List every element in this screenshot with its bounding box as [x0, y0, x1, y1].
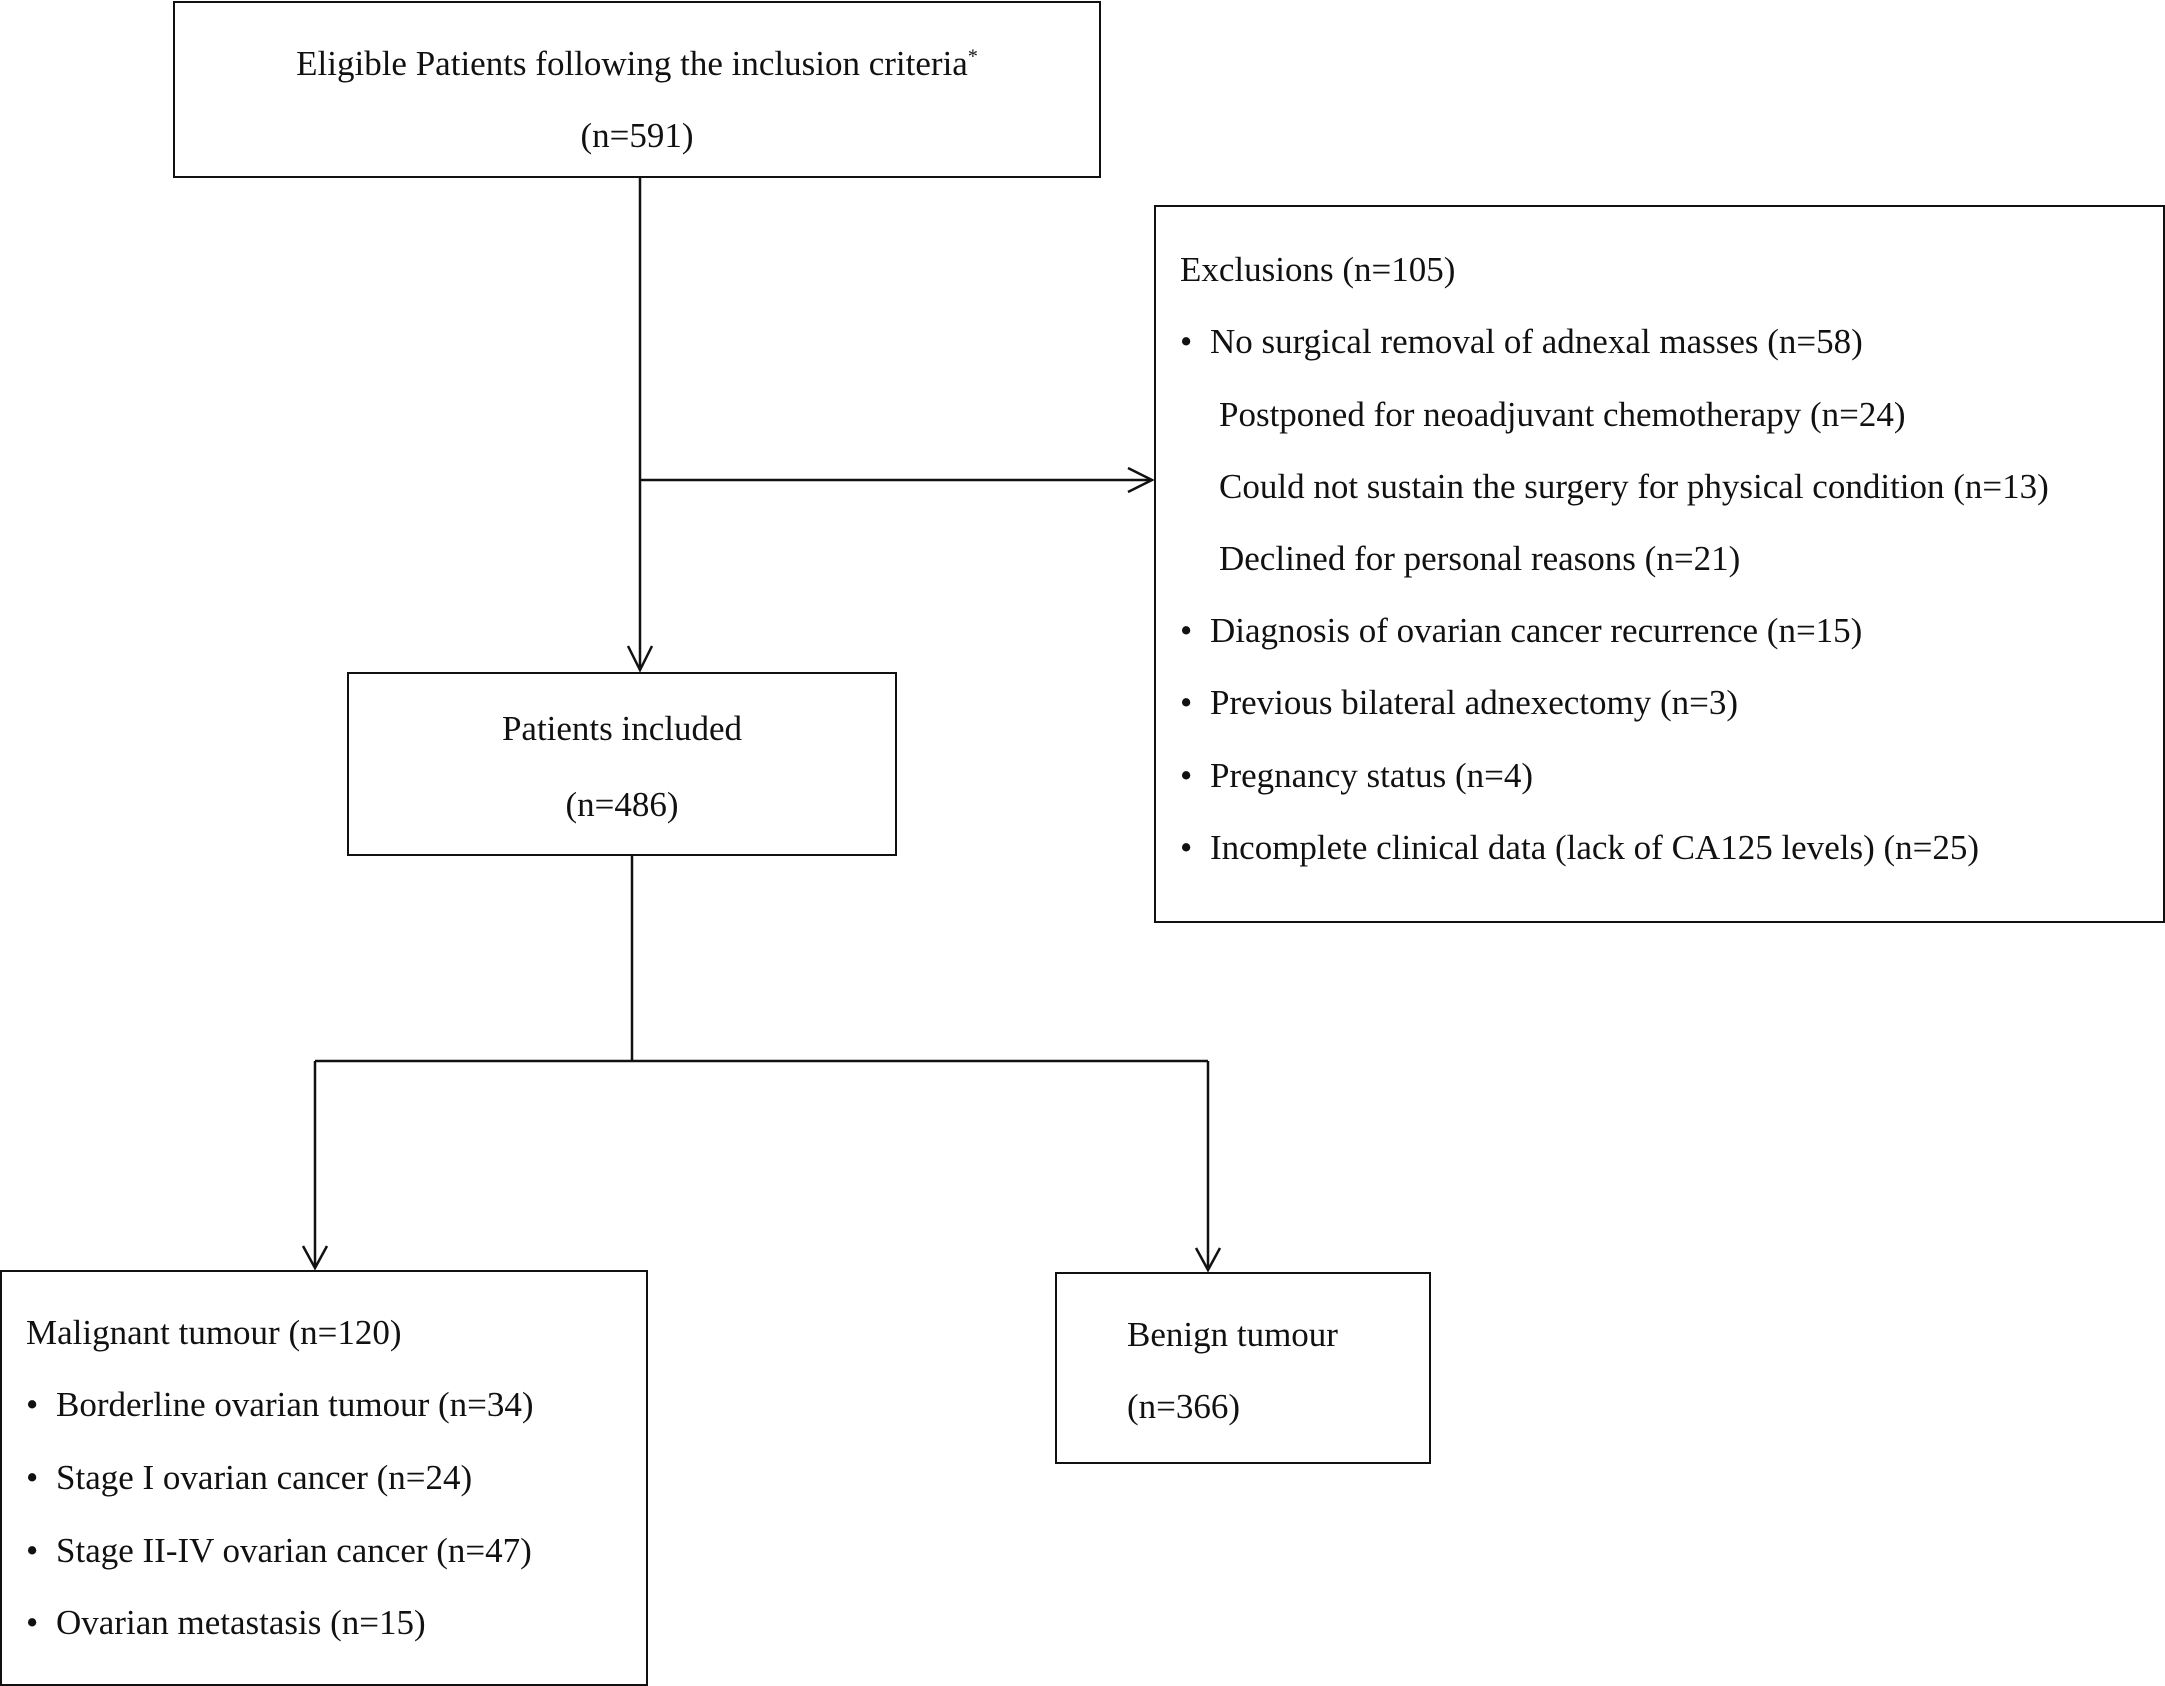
exclusion-subitem: Could not sustain the surgery for physic…: [1219, 467, 2049, 506]
bullet: •: [26, 1603, 39, 1642]
exclusion-item-label: Incomplete clinical data (lack of CA125 …: [1210, 828, 1980, 867]
eligible-title-mark: *: [967, 45, 978, 68]
bullet: •: [1180, 756, 1193, 795]
malignant-tumour-box: Malignant tumour (n=120) • Borderline ova…: [0, 1270, 648, 1686]
arrowhead-benign: [1194, 1247, 1222, 1273]
malignant-item: • Stage II-IV ovarian cancer (n=47): [26, 1531, 532, 1571]
malignant-item: • Borderline ovarian tumour (n=34): [26, 1385, 534, 1425]
bullet: •: [26, 1385, 39, 1424]
arrowhead-exclusions: [1127, 466, 1155, 494]
benign-title: Benign tumour: [1127, 1315, 1338, 1354]
exclusion-subitem: Postponed for neoadjuvant chemotherapy (…: [1219, 395, 1906, 434]
exclusion-item-label: Previous bilateral adnexectomy (n=3): [1210, 683, 1739, 722]
exclusion-item-label: No surgical removal of adnexal masses (n…: [1210, 322, 1863, 361]
bullet: •: [1180, 828, 1193, 867]
benign-tumour-box: Benign tumour (n=366): [1055, 1272, 1431, 1464]
exclusion-item-label: Pregnancy status (n=4): [1210, 756, 1533, 795]
exclusion-item: • Pregnancy status (n=4): [1180, 756, 1533, 796]
exclusion-item: • Diagnosis of ovarian cancer recurrence …: [1180, 611, 1862, 651]
exclusion-item: • Incomplete clinical data (lack of CA125…: [1180, 828, 1979, 868]
bullet: •: [1180, 611, 1193, 650]
arrowhead-malignant: [301, 1245, 329, 1271]
arrowhead-included: [626, 645, 654, 673]
exclusion-item: • No surgical removal of adnexal masses (…: [1180, 322, 1863, 362]
included-title: Patients included: [501, 709, 743, 748]
exclusions-box: Exclusions (n=105) • No surgical removal …: [1154, 205, 2165, 923]
malignant-item-label: Stage I ovarian cancer (n=24): [56, 1458, 473, 1497]
malignant-item-label: Ovarian metastasis (n=15): [56, 1603, 426, 1642]
eligible-title-text: Eligible Patients following the inclusio…: [296, 44, 968, 83]
bullet: •: [1180, 683, 1193, 722]
bullet: •: [26, 1458, 39, 1497]
exclusions-title: Exclusions (n=105): [1180, 250, 1456, 289]
exclusion-subitem: Declined for personal reasons (n=21): [1219, 539, 1741, 578]
benign-count: (n=366): [1127, 1387, 1241, 1426]
malignant-item-label: Borderline ovarian tumour (n=34): [56, 1385, 534, 1424]
malignant-item: • Stage I ovarian cancer (n=24): [26, 1458, 472, 1498]
included-count: (n=486): [565, 785, 679, 824]
patients-included-box: Patients included (n=486): [347, 672, 897, 856]
eligible-count: (n=591): [580, 116, 694, 155]
malignant-item-label: Stage II-IV ovarian cancer (n=47): [56, 1531, 532, 1570]
bullet: •: [1180, 322, 1193, 361]
exclusion-item: • Previous bilateral adnexectomy (n=3): [1180, 683, 1738, 723]
malignant-title: Malignant tumour (n=120): [26, 1313, 402, 1352]
exclusion-item-label: Diagnosis of ovarian cancer recurrence (…: [1210, 611, 1863, 650]
eligible-patients-box: Eligible Patients following the inclusio…: [173, 1, 1101, 178]
eligible-title: Eligible Patients following the inclusio…: [175, 44, 1099, 84]
bullet: •: [26, 1531, 39, 1570]
malignant-item: • Ovarian metastasis (n=15): [26, 1603, 426, 1643]
